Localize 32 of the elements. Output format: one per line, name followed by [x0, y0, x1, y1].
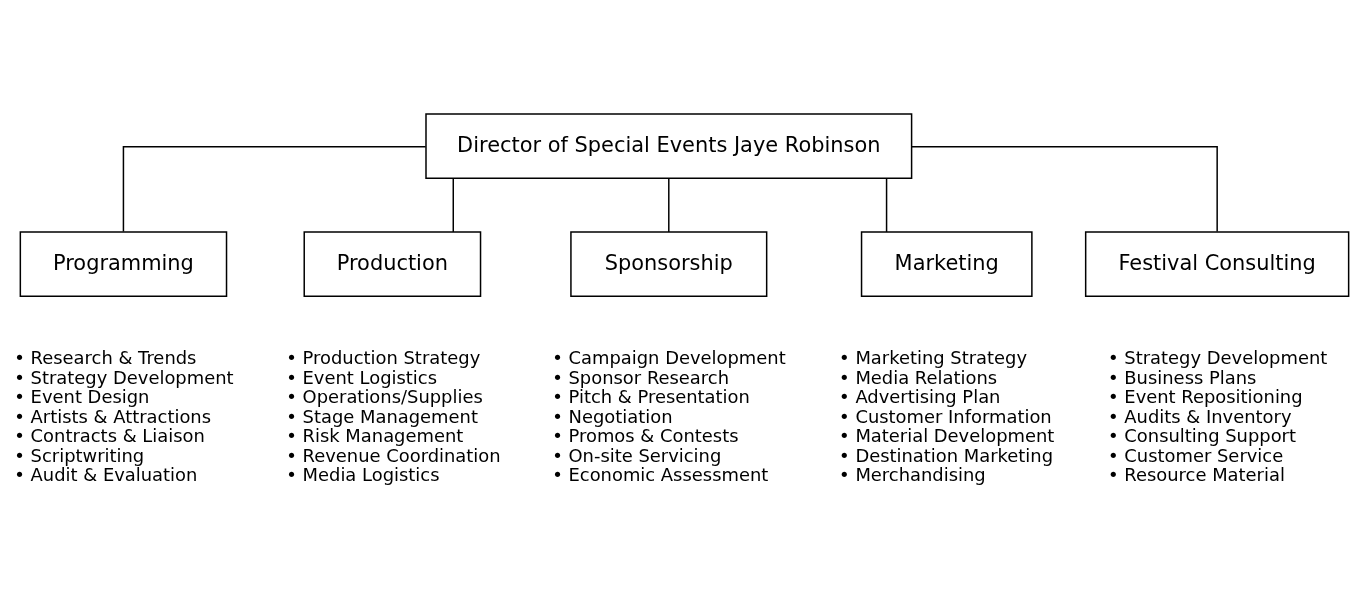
- node-label: • Event Logistics: [286, 366, 437, 388]
- node-box: Marketing: [860, 230, 1033, 297]
- node-label: • Marketing Strategy: [839, 346, 1028, 368]
- node-label: • Advertising Plan: [839, 385, 1001, 407]
- connector: [910, 145, 1218, 232]
- node-label: • Scriptwriting: [14, 444, 145, 466]
- node-box: Production: [303, 230, 482, 297]
- node-label: • Contracts & Liaison: [14, 424, 205, 446]
- node-label: • Strategy Development: [1108, 346, 1328, 368]
- node-box: Festival Consulting: [1084, 230, 1350, 297]
- node-label: • Material Development: [839, 424, 1055, 446]
- node-label: • Resource Material: [1108, 463, 1285, 485]
- node-label: • Artists & Attractions: [14, 405, 212, 427]
- node-label: • Campaign Development: [552, 346, 786, 368]
- connector: [668, 177, 670, 233]
- node-label: • Production Strategy: [286, 346, 481, 368]
- node-label: • Research & Trends: [14, 346, 197, 368]
- node-box: Programming: [19, 230, 228, 297]
- node-box: Sponsorship: [570, 230, 768, 297]
- node-label: • Revenue Coordination: [286, 444, 501, 466]
- node-label: • Customer Information: [839, 405, 1052, 427]
- node-label: • Strategy Development: [14, 366, 234, 388]
- node-label: • Negotiation: [552, 405, 673, 427]
- node-label: • Merchandising: [839, 463, 986, 485]
- node-label: • Destination Marketing: [839, 444, 1054, 466]
- node-box: Director of Special Events Jaye Robinson: [425, 112, 913, 179]
- connector: [452, 177, 454, 233]
- connector: [122, 145, 427, 232]
- node-label: • Media Logistics: [286, 463, 440, 485]
- node-label: • Event Repositioning: [1108, 385, 1303, 407]
- connector: [885, 177, 888, 233]
- node-label: • On-site Servicing: [552, 444, 722, 466]
